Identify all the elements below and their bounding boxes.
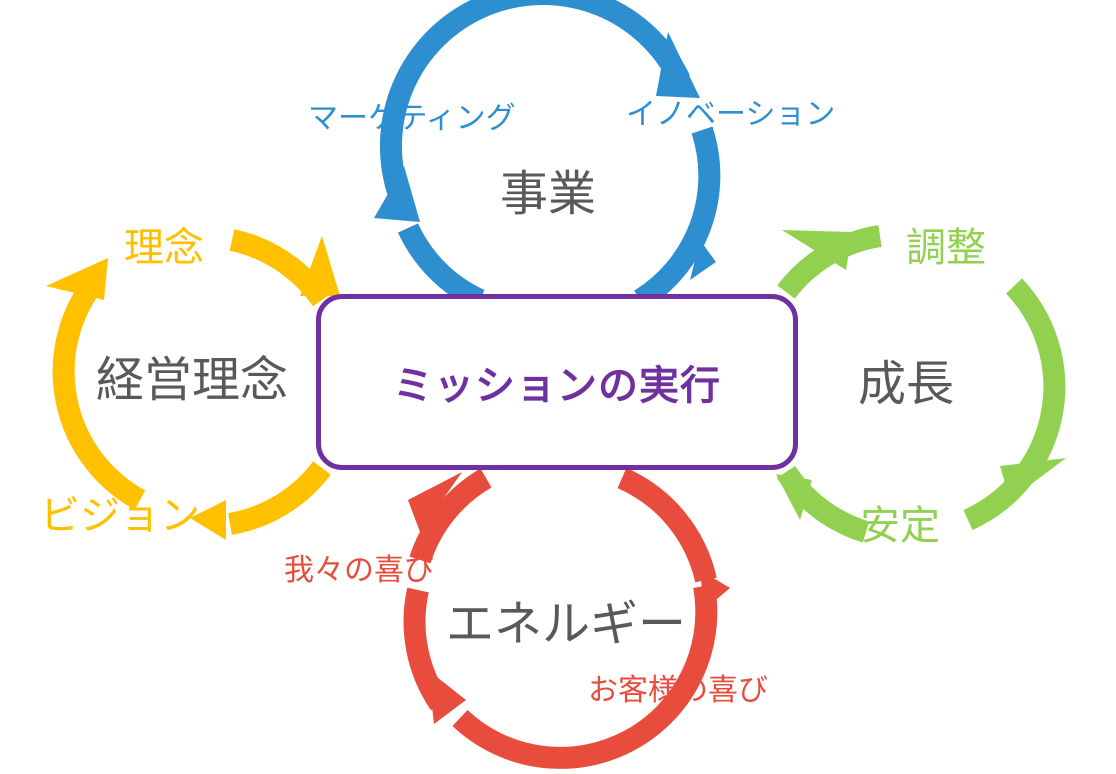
growth-arrowhead-2 [1000,458,1066,500]
business-arrowheads [374,32,716,280]
growth-title: 成長 [858,356,955,412]
business-arrowhead-3 [690,240,716,280]
energy-arc-top [409,468,492,564]
energy-arrowhead-3 [700,570,730,610]
business-arrowhead-2 [374,166,420,222]
energy-arrowhead-1 [408,472,462,532]
philosophy-arrowhead-1 [300,236,340,296]
business-arc-top [379,0,690,217]
growth-label-chousei: 調整 [906,225,986,271]
growth-label-antei: 安定 [860,503,940,549]
growth-arrowhead-1 [782,230,852,270]
mission-box: ミッションの実行 [316,294,798,470]
business-label-innovation: イノベーション [626,97,836,132]
philosophy-arrowhead-3 [190,500,226,540]
energy-arrowhead-2 [428,670,466,724]
growth-arrowhead-3 [776,474,812,520]
business-cycle-arrows [379,0,721,311]
business-arc-left [397,223,485,311]
business-arc-right [634,126,721,310]
philosophy-arrowheads [46,236,340,540]
energy-title: エネルギー [446,596,687,652]
philosophy-arrowhead-2 [46,258,108,300]
philosophy-label-vision: ビジョン [40,493,200,539]
philosophy-label-rinen: 理念 [124,225,204,271]
business-label-marketing: マーケティング [308,101,516,136]
business-arrowhead-1 [656,32,700,98]
business-title: 事業 [500,166,597,222]
philosophy-arc-left [52,273,146,510]
philosophy-arc-bottom [227,461,331,535]
growth-arrowheads [776,230,1066,520]
energy-arc-bottom [452,584,718,769]
energy-arrowheads [408,472,730,724]
energy-arc-right [617,467,717,583]
energy-label-our-joy: 我々の喜び [284,553,434,588]
energy-label-customer-joy: お客様の喜び [588,673,768,708]
mission-text: ミッションの実行 [393,363,721,409]
growth-arc-right [963,278,1066,531]
philosophy-title: 経営理念 [96,352,289,408]
